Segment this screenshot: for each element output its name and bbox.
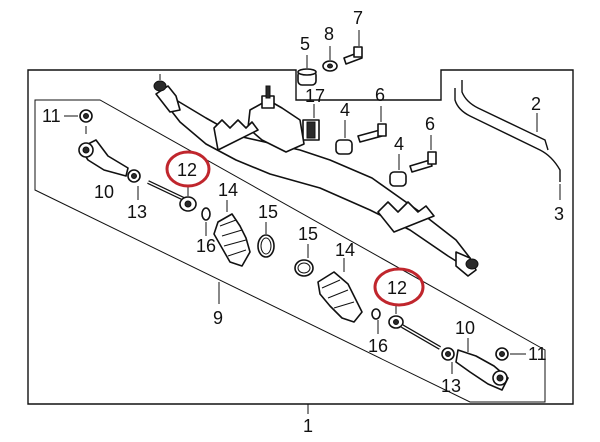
callout-12: 12 — [177, 160, 197, 180]
callout-3: 3 — [554, 204, 564, 224]
bushing-4a — [335, 120, 353, 155]
bolt-6b — [409, 135, 437, 173]
highlight-circle-12-left — [165, 150, 211, 188]
callout-17: 17 — [305, 86, 325, 106]
callout-13: 13 — [441, 376, 461, 396]
callout-14: 14 — [218, 180, 238, 200]
callout-10: 10 — [455, 318, 475, 338]
clamp-15-right — [294, 244, 314, 277]
washer-8 — [322, 46, 338, 72]
hydraulic-lines-2 — [454, 80, 561, 200]
callout-7: 7 — [353, 8, 363, 28]
callout-9: 9 — [213, 308, 223, 328]
callout-1: 1 — [303, 416, 313, 436]
bolt-7 — [343, 30, 363, 65]
clamp-15-left — [257, 222, 275, 258]
callout-5: 5 — [300, 34, 310, 54]
callout-16: 16 — [368, 336, 388, 356]
bellows-boot-14-right — [317, 258, 363, 323]
callout-2: 2 — [531, 94, 541, 114]
callout-4: 4 — [394, 134, 404, 154]
jam-nut-13-right — [441, 347, 455, 374]
bellows-boot-14-left — [213, 200, 251, 267]
callout-11: 11 — [528, 344, 547, 364]
bushing-5 — [297, 55, 317, 86]
bushing-4b — [389, 154, 407, 187]
callout-16: 16 — [196, 236, 216, 256]
jam-nut-13-left — [127, 169, 141, 200]
bolt-6a — [357, 106, 387, 143]
clamp-16-left — [201, 207, 211, 236]
callout-15: 15 — [298, 224, 318, 244]
tie-rod-end-right — [455, 338, 509, 391]
steering-gear-housing — [153, 74, 479, 277]
tie-rod-kit-outline — [34, 99, 546, 403]
callout-11: 11 — [42, 106, 61, 126]
assembly-frame-outline — [27, 69, 574, 405]
callout-6: 6 — [425, 114, 435, 134]
callout-12: 12 — [387, 278, 407, 298]
callout-14: 14 — [335, 240, 355, 260]
callout-8: 8 — [324, 24, 334, 44]
callout-10: 10 — [94, 182, 114, 202]
callout-13: 13 — [127, 202, 147, 222]
tie-rod-end-left — [78, 126, 129, 177]
callout-15: 15 — [258, 202, 278, 222]
inner-tie-rod-right — [388, 304, 442, 350]
nut-11-right — [495, 347, 526, 361]
clamp-16-right — [371, 308, 381, 334]
highlight-circle-12-right — [373, 267, 425, 307]
bushing-17 — [302, 104, 320, 141]
callout-4: 4 — [340, 100, 350, 120]
inner-tie-rod-left — [147, 180, 197, 212]
callout-6: 6 — [375, 85, 385, 105]
nut-11-left — [64, 109, 93, 123]
